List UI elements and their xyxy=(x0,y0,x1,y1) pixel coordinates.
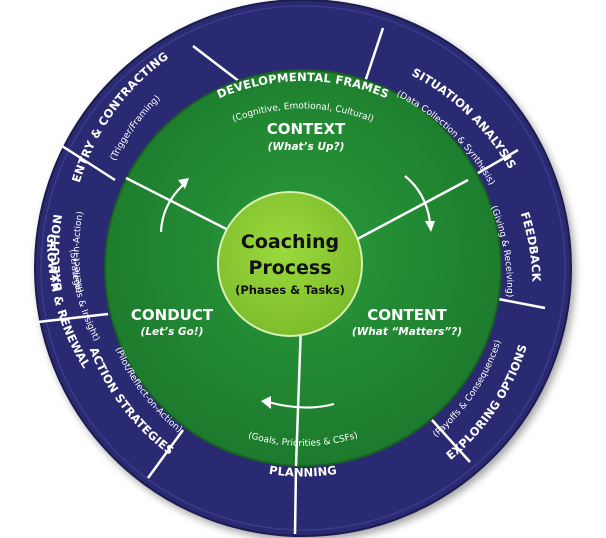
arrow-heads xyxy=(178,178,435,409)
phase-content-subtitle: (What “Matters”?) xyxy=(352,326,462,338)
arrowhead-icon xyxy=(425,221,435,232)
cycle-arrows xyxy=(159,175,432,409)
divider-line xyxy=(293,467,298,535)
divider-line xyxy=(431,419,471,463)
divider-line xyxy=(192,45,241,83)
segment-title: EXECUTION xyxy=(48,213,65,292)
segment-title: PLANNING xyxy=(268,463,337,480)
hub-title-line2: Process xyxy=(248,257,331,279)
arrow-conduct-to-context xyxy=(159,184,184,233)
phase-context-title: CONTEXT xyxy=(267,120,346,138)
divider-line xyxy=(61,144,116,182)
arrow-content-to-conduct xyxy=(267,400,335,409)
arrowhead-icon xyxy=(261,396,271,409)
phase-content-title: CONTENT xyxy=(367,306,447,324)
divider-line xyxy=(362,27,385,86)
hub-title-line1: Coaching xyxy=(241,231,339,253)
segment-subtitle: (Reflect-in-Action) xyxy=(72,210,86,293)
segment-execution: EXECUTION (Reflect-in-Action) xyxy=(48,210,86,293)
arrow-context-to-content xyxy=(404,175,432,223)
segment-dividers xyxy=(37,27,546,535)
arrowhead-icon xyxy=(178,178,189,189)
phase-conduct-subtitle: (Let’s Go!) xyxy=(141,326,204,338)
divider-line xyxy=(146,429,185,479)
phase-context-subtitle: (What’s Up?) xyxy=(268,141,345,153)
divider-line xyxy=(37,312,109,324)
phase-conduct-title: CONDUCT xyxy=(131,306,214,324)
outer-ring-bevel xyxy=(40,5,566,531)
hub-subtitle: (Phases & Tasks) xyxy=(235,283,345,297)
divider-line xyxy=(492,296,546,310)
hub-circle xyxy=(217,191,363,337)
